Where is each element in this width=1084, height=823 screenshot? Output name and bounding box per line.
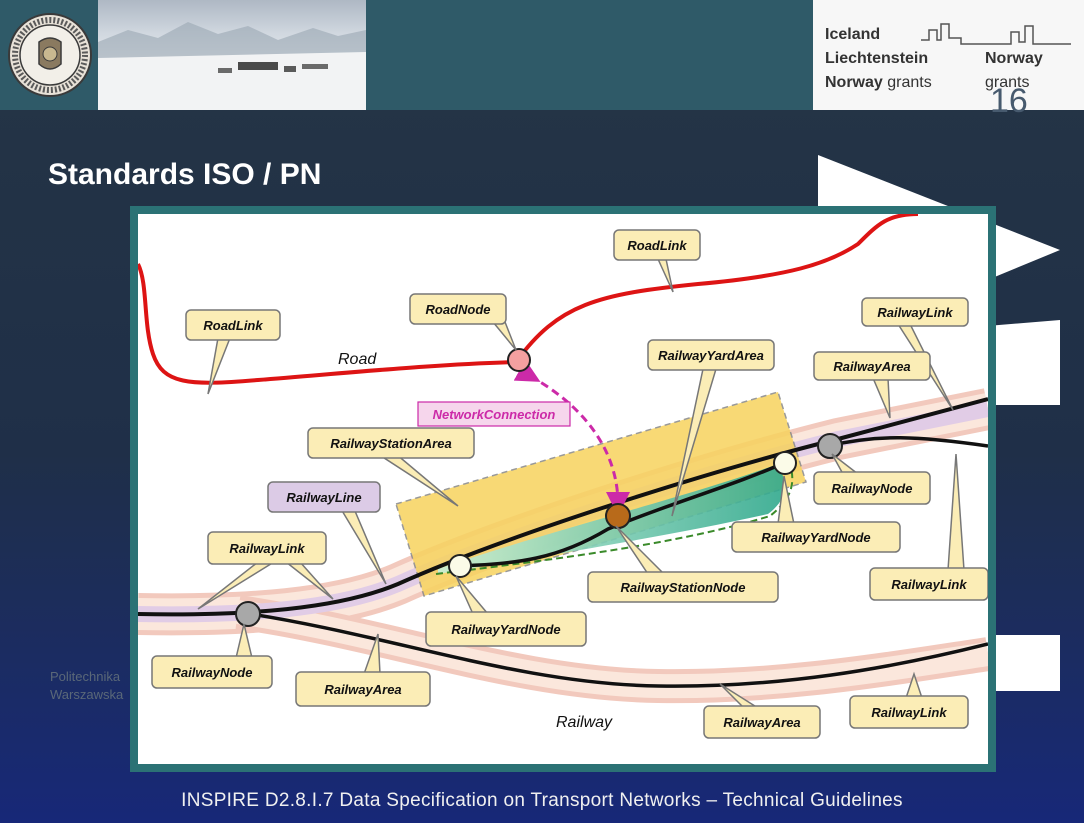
svg-text:RailwayArea: RailwayArea [324, 682, 401, 697]
svg-text:RailwayYardNode: RailwayYardNode [451, 622, 560, 637]
svg-text:RailwayLink: RailwayLink [871, 705, 947, 720]
svg-text:RailwayNode: RailwayNode [832, 481, 913, 496]
callout-railwayarea-bottom: RailwayArea [703, 705, 821, 739]
diagram-frame: Road Railway [130, 206, 996, 772]
svg-text:RailwayArea: RailwayArea [723, 715, 800, 730]
road-node [507, 348, 531, 372]
logo-line-norway-grants: Norway grants [825, 74, 932, 91]
callout-railwaynode-right: RailwayNode [813, 471, 931, 505]
svg-text:RailwayLink: RailwayLink [877, 305, 953, 320]
callout-railwayarea-topright: RailwayArea [813, 351, 931, 381]
railway-station-node [605, 503, 631, 529]
callout-railwayyardnode-right: RailwayYardNode [731, 521, 901, 553]
svg-text:RoadNode: RoadNode [426, 302, 491, 317]
railway-node-left [235, 601, 261, 627]
railway-link-yard [455, 460, 787, 568]
callout-railwayyardarea: RailwayYardArea [647, 339, 775, 371]
callout-railwaystationnode: RailwayStationNode [587, 571, 779, 603]
railway-node-right [817, 433, 843, 459]
callout-railwayline: RailwayLine [267, 481, 381, 513]
network-diagram-svg: Road Railway [138, 214, 988, 739]
logo-line-norway: Norway [985, 50, 1043, 67]
svg-text:RoadLink: RoadLink [203, 318, 263, 333]
callout-networkconnection: NetworkConnection [417, 401, 571, 427]
svg-text:RailwayStationNode: RailwayStationNode [621, 580, 746, 595]
svg-text:RailwayYardArea: RailwayYardArea [658, 348, 764, 363]
road-label: Road [338, 351, 377, 368]
svg-text:RoadLink: RoadLink [627, 238, 687, 253]
header-banner: Iceland Liechtenstein Norway Norway gran… [0, 0, 1084, 110]
network-connection [513, 359, 630, 516]
university-seal-icon [6, 4, 94, 106]
callout-railwaylink-left: RailwayLink [207, 531, 327, 565]
page-title: Standards ISO / PN [48, 158, 322, 191]
svg-text:RailwayLine: RailwayLine [286, 490, 361, 505]
university-watermark: Politechnika Warszawska [50, 669, 124, 702]
logo-line-grants: grants [985, 74, 1030, 91]
svg-text:RailwayLink: RailwayLink [891, 577, 967, 592]
railway-yard-node-left [448, 554, 472, 578]
callout-railwayyardnode-left: RailwayYardNode [425, 611, 587, 647]
grants-skyline-icon [921, 23, 1071, 45]
footer-caption: INSPIRE D2.8.I.7 Data Specification on T… [181, 790, 903, 811]
callout-railwaylink-bottomright: RailwayLink [849, 695, 969, 729]
railway-label: Railway [556, 714, 613, 731]
callout-railwaynode-left: RailwayNode [151, 655, 273, 689]
svg-text:RailwayStationArea: RailwayStationArea [330, 436, 451, 451]
svg-text:RailwayNode: RailwayNode [172, 665, 253, 680]
svg-text:RailwayYardNode: RailwayYardNode [761, 530, 870, 545]
header-photo [98, 0, 366, 110]
callout-roadlink-left: RoadLink [185, 309, 281, 341]
slide-number: 16 [990, 82, 1028, 120]
transport-network-diagram: Road Railway [138, 214, 988, 764]
logo-line-liechtenstein: Liechtenstein [825, 50, 929, 67]
railway-yard-node-right [773, 451, 797, 475]
svg-text:NetworkConnection: NetworkConnection [433, 407, 556, 422]
railway-link-right [827, 435, 988, 448]
callout-railwaylink-right: RailwayLink [869, 567, 988, 601]
eea-grants-logo: Iceland Liechtenstein Norway Norway gran… [813, 0, 1084, 110]
railway-link-lower [237, 610, 988, 688]
callout-roadnode: RoadNode [409, 293, 507, 325]
callout-boxes: RoadLink RoadLink RoadNode NetworkConnec… [151, 229, 988, 739]
callout-roadlink-top: RoadLink [613, 229, 701, 261]
logo-line-iceland: Iceland [825, 26, 881, 43]
callout-railwaystationarea: RailwayStationArea [307, 427, 475, 459]
callout-railwayarea-left: RailwayArea [295, 671, 431, 707]
svg-text:RailwayLink: RailwayLink [229, 541, 305, 556]
svg-text:RailwayArea: RailwayArea [833, 359, 910, 374]
railway-yard-boundary [435, 458, 794, 575]
callout-railwaylink-topright: RailwayLink [861, 297, 969, 327]
